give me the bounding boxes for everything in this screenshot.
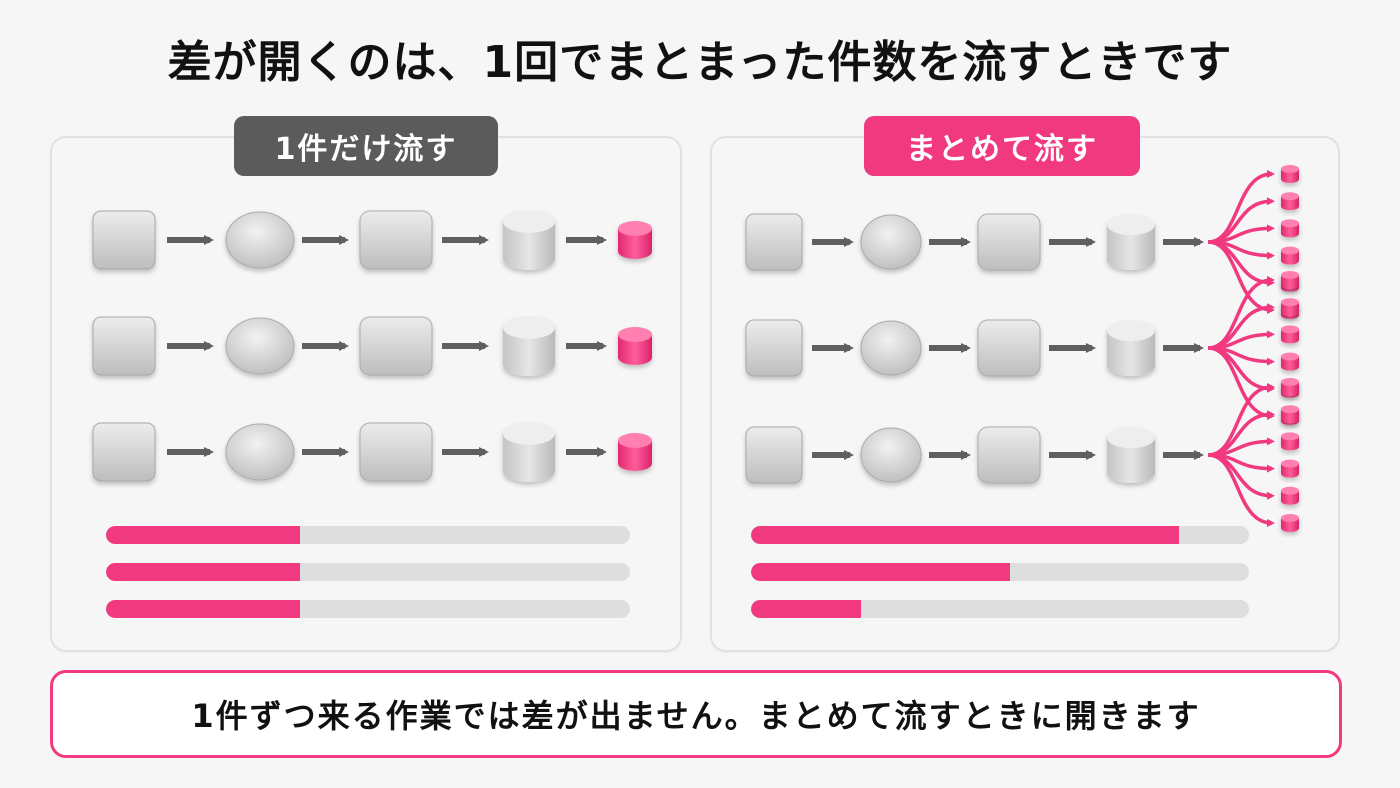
batch-flow-rows <box>745 165 1299 532</box>
stage-cube <box>92 422 156 482</box>
stage-disc <box>860 214 922 270</box>
stage-block <box>977 319 1041 377</box>
batch-flow-progress <box>751 526 1249 618</box>
output-item <box>618 221 652 259</box>
stage-cube <box>745 319 803 377</box>
fan-out-arrow <box>1207 453 1275 527</box>
batch-progress-bar <box>751 563 1249 581</box>
fan-out-arrow <box>1207 240 1275 314</box>
output-item <box>1281 271 1299 289</box>
stage-cylinder <box>503 422 555 482</box>
stage-cube <box>745 213 803 271</box>
fan-out-arrow <box>1207 437 1275 457</box>
stage-cylinder <box>503 210 555 270</box>
stage-disc <box>860 320 922 376</box>
output-item <box>1281 432 1299 451</box>
batch-progress-bar <box>751 600 1249 618</box>
fan-out-arrow <box>1207 330 1275 350</box>
fan-out-arrow <box>1207 170 1275 244</box>
batch-progress-fill <box>751 526 1180 544</box>
output-item <box>618 433 652 471</box>
stage-disc <box>860 427 922 483</box>
stage-cylinder <box>503 316 555 376</box>
single-progress-bar <box>106 600 630 618</box>
stage-block <box>359 316 433 376</box>
stage-cube <box>745 426 803 484</box>
stage-disc <box>225 211 295 269</box>
stage-cylinder <box>1107 427 1155 484</box>
fan-out-arrow <box>1207 276 1275 350</box>
stage-disc <box>225 423 295 481</box>
stage-disc <box>225 317 295 375</box>
output-item <box>1281 298 1299 317</box>
stage-block <box>359 422 433 482</box>
stage-cylinder <box>1107 320 1155 376</box>
single-progress-fill <box>106 526 300 544</box>
output-item <box>1281 514 1299 532</box>
single-flow-progress <box>106 526 630 618</box>
stage-block <box>359 210 433 270</box>
output-item <box>1281 486 1299 505</box>
single-progress-fill <box>106 563 300 581</box>
batch-flow-label: まとめて流す <box>864 116 1140 176</box>
fan-out-arrow <box>1207 224 1275 244</box>
summary-callout: 1件ずつ来る作業では差が出ません。まとめて流すときに開きます <box>50 670 1342 758</box>
fan-out-arrow <box>1207 346 1275 420</box>
stage-cylinder <box>1107 214 1155 270</box>
output-item <box>1281 405 1299 424</box>
output-item <box>1281 325 1299 344</box>
output-item <box>1281 246 1299 265</box>
single-flow-label: 1件だけ流す <box>234 116 498 176</box>
output-item <box>1281 378 1299 396</box>
single-progress-fill <box>106 600 300 618</box>
output-item <box>1281 459 1299 478</box>
single-progress-bar <box>106 563 630 581</box>
stage-cube <box>92 316 156 376</box>
output-item <box>618 327 652 365</box>
stage-block <box>977 213 1041 271</box>
batch-progress-fill <box>751 563 1010 581</box>
batch-progress-fill <box>751 600 861 618</box>
fan-out-arrow <box>1207 383 1275 457</box>
output-item <box>1281 219 1299 238</box>
single-progress-bar <box>106 526 630 544</box>
output-item <box>1281 352 1299 371</box>
stage-block <box>977 426 1041 484</box>
output-item <box>1281 165 1299 183</box>
single-flow-rows <box>92 210 652 482</box>
stage-cube <box>92 210 156 270</box>
batch-progress-bar <box>751 526 1249 544</box>
page-title: 差が開くのは、1回でまとまった件数を流すときです <box>167 37 1233 88</box>
output-item <box>1281 192 1299 211</box>
